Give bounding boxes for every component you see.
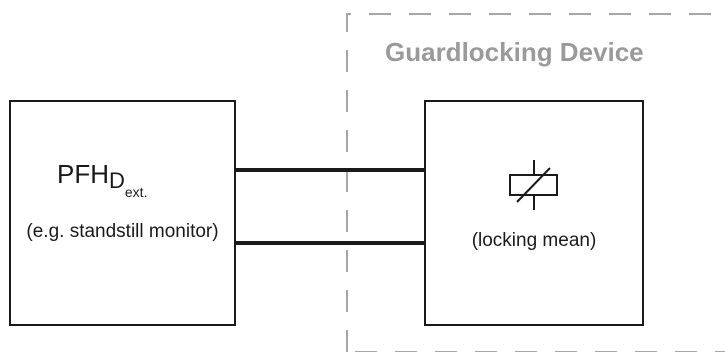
locking-mean-label: (locking mean) (471, 230, 597, 251)
pfh-sub-letter: D (109, 168, 125, 193)
monitor-note: (e.g. standstill monitor) (26, 221, 219, 242)
monitor-block (9, 100, 236, 326)
pfh-main: PFH (57, 159, 109, 189)
pfh-subscript: Dext. (109, 168, 147, 200)
coil-icon (509, 160, 558, 210)
pfh-sub-ext: ext. (124, 184, 148, 200)
guardlocking-device-boundary (346, 13, 725, 352)
pfh-label: PFHDext. (57, 158, 147, 200)
device-title: Guardlocking Device (385, 37, 644, 67)
locking-device-block (424, 100, 644, 326)
